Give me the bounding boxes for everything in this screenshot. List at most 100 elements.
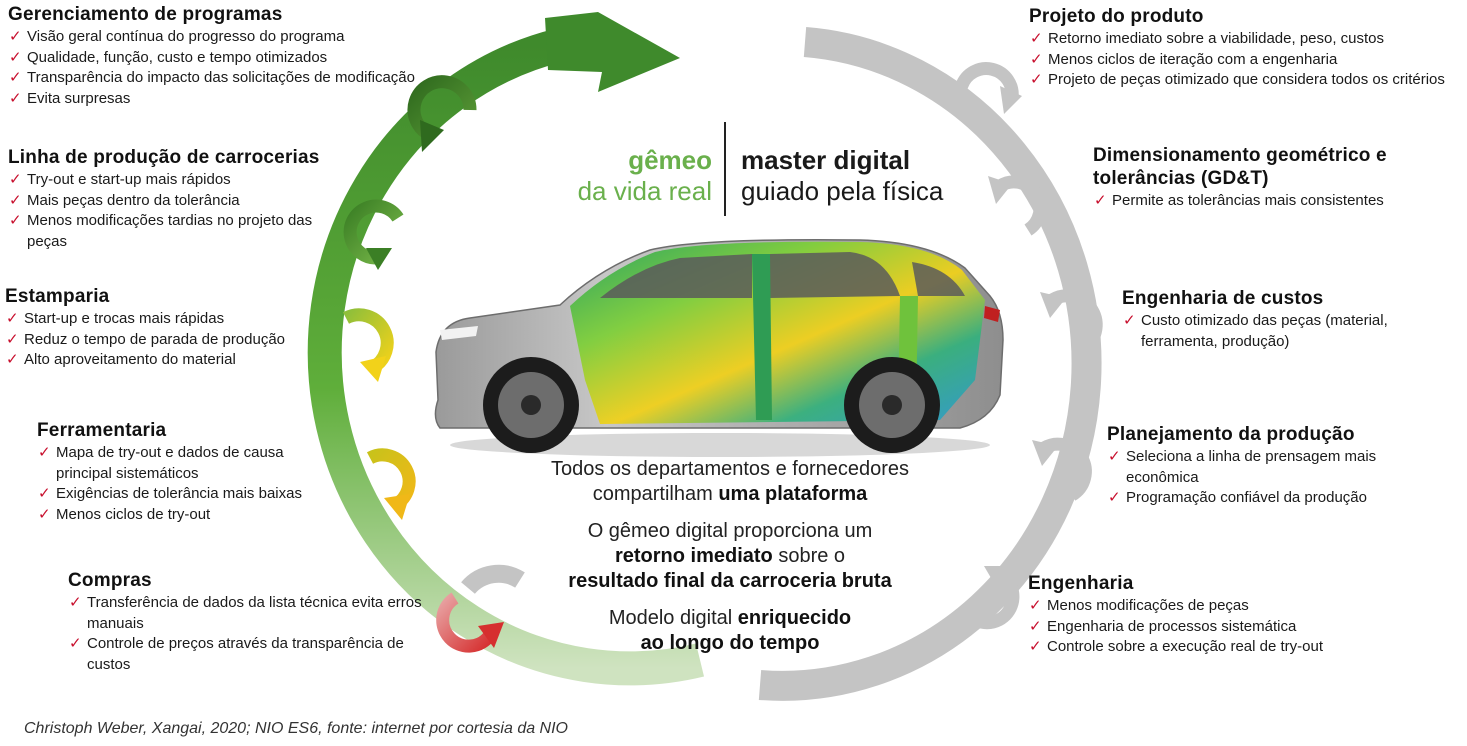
check-icon: ✓	[1029, 617, 1042, 635]
arrow-icon-left-2	[343, 199, 404, 270]
check-icon: ✓	[9, 212, 22, 229]
arrow-icon-right-1-head	[1000, 86, 1022, 114]
gray-bottom-arc	[461, 564, 525, 595]
block-gdt: Dimensionamento geométrico e tolerâncias…	[1093, 144, 1443, 212]
list-item: ✓Start-up e trocas mais rápidas	[5, 309, 345, 330]
check-icon: ✓	[1030, 30, 1043, 47]
list-item: ✓Custo otimizado das peças (material, fe…	[1123, 312, 1388, 350]
check-icon: ✓	[1123, 312, 1136, 329]
gemeo-line2: da vida real	[577, 176, 712, 206]
check-icon: ✓	[1029, 597, 1042, 614]
gray-ring	[758, 27, 1102, 701]
list-item: ✓Retorno imediato sobre a viabilidade, p…	[1029, 29, 1449, 50]
list-item: ✓Menos ciclos de iteração com a engenhar…	[1029, 50, 1449, 71]
list-item: ✓Controle sobre a execução real de try-o…	[1028, 637, 1388, 658]
check-icon: ✓	[9, 191, 22, 209]
block-title: Engenharia de custos	[1122, 288, 1324, 309]
list-item: ✓Programação confiável da produção	[1107, 488, 1427, 509]
block-projeto-produto: Projeto do produto ✓Retorno imediato sob…	[1029, 5, 1449, 91]
check-icon: ✓	[1030, 50, 1043, 68]
list-item: ✓Qualidade, função, custo e tempo otimiz…	[8, 48, 488, 69]
list-item: ✓Alto aproveitamento do material	[5, 350, 345, 371]
list-item: ✓Permite as tolerâncias mais consistente…	[1093, 191, 1443, 212]
arrow-icon-right-4	[1040, 437, 1092, 501]
check-icon: ✓	[38, 485, 51, 502]
digital-twin-title: gêmeo da vida real	[540, 145, 712, 207]
block-title: Estamparia	[5, 286, 110, 307]
block-title: Dimensionamento geométrico e tolerâncias…	[1093, 145, 1387, 189]
car-image	[434, 238, 1004, 457]
list-item: ✓Transparência do impacto das solicitaçõ…	[8, 68, 488, 89]
block-title: Gerenciamento de programas	[8, 4, 283, 25]
list-item: ✓Menos ciclos de try-out	[37, 505, 342, 526]
list-item: ✓Transferência de dados da lista técnica…	[69, 594, 422, 632]
block-compras: Compras ✓Transferência de dados da lista…	[68, 569, 438, 675]
arrow-icon-right-5-head	[984, 566, 1006, 590]
center-paragraph-1: Todos os departamentos e fornecedores co…	[551, 458, 909, 505]
check-icon: ✓	[1030, 71, 1043, 88]
center-paragraph-2: O gêmeo digital proporciona um retorno i…	[568, 520, 892, 592]
check-icon: ✓	[9, 69, 22, 86]
check-icon: ✓	[1094, 192, 1107, 209]
list-item: ✓Mais peças dentro da tolerância	[8, 191, 338, 212]
arrow-icon-left-3	[343, 308, 394, 382]
big-arrow-head	[545, 12, 680, 92]
check-icon: ✓	[1108, 448, 1121, 465]
list-item: ✓Controle de preços através da transparê…	[69, 635, 404, 673]
arrow-icon-left-5	[436, 592, 504, 653]
block-gerenciamento: Gerenciamento de programas ✓Visão geral …	[8, 3, 488, 109]
check-icon: ✓	[6, 310, 19, 327]
title-divider	[724, 122, 726, 216]
master-digital-title: master digital guiado pela física	[741, 145, 1001, 207]
list-item: ✓Engenharia de processos sistemática	[1028, 617, 1388, 638]
list-item: ✓Evita surpresas	[8, 89, 488, 110]
check-icon: ✓	[69, 594, 82, 611]
arrow-icon-right-2-head	[988, 176, 1012, 204]
list-item: ✓Visão geral contínua do progresso do pr…	[8, 27, 488, 48]
arrow-icon-left-4	[366, 448, 416, 520]
check-icon: ✓	[69, 635, 82, 652]
green-ring	[307, 28, 704, 686]
rear-wheel	[844, 357, 940, 453]
list-item: ✓Mapa de try-out e dados de causa princi…	[38, 444, 284, 482]
gemeo-line1: gêmeo	[628, 145, 712, 175]
list-item: ✓Exigências de tolerância mais baixas	[37, 484, 342, 505]
arrow-icon-right-4-head	[1032, 440, 1058, 466]
list-item: ✓Menos modificações tardias no projeto d…	[9, 212, 313, 250]
block-title: Ferramentaria	[37, 420, 167, 441]
arrow-icon-left-1	[407, 75, 477, 152]
arrow-icon-right-1	[953, 62, 1019, 124]
master-line2: guiado pela física	[741, 176, 944, 206]
arrow-icon-right-3-head	[1040, 292, 1066, 318]
list-item: ✓Try-out e start-up mais rápidos	[8, 170, 338, 191]
arrow-icon-right-5	[968, 565, 1020, 630]
block-linha-producao: Linha de produção de carrocerias ✓Try-ou…	[8, 146, 388, 252]
list-item: ✓Menos modificações de peças	[1028, 596, 1388, 617]
center-paragraph-3: Modelo digital enriquecido ao longo do t…	[608, 607, 852, 654]
check-icon: ✓	[1108, 489, 1121, 506]
source-caption: Christoph Weber, Xangai, 2020; NIO ES6, …	[24, 720, 568, 737]
block-title: Compras	[68, 570, 152, 591]
check-icon: ✓	[9, 171, 22, 188]
check-icon: ✓	[9, 48, 22, 66]
arrow-icon-right-2	[996, 175, 1047, 236]
list-item: ✓Projeto de peças otimizado que consider…	[1029, 70, 1449, 91]
list-item: ✓Seleciona a linha de prensagem mais eco…	[1108, 448, 1377, 486]
block-title: Planejamento da produção	[1107, 424, 1355, 445]
check-icon: ✓	[9, 89, 22, 107]
check-icon: ✓	[6, 330, 19, 348]
front-wheel	[483, 357, 579, 453]
arrow-icon-right-3	[1048, 289, 1103, 356]
block-planejamento: Planejamento da produção ✓Seleciona a li…	[1107, 423, 1427, 509]
check-icon: ✓	[38, 505, 51, 523]
list-item: ✓Reduz o tempo de parada de produção	[5, 330, 345, 351]
block-estamparia: Estamparia ✓Start-up e trocas mais rápid…	[5, 285, 345, 371]
block-ferramentaria: Ferramentaria ✓Mapa de try-out e dados d…	[37, 419, 347, 525]
block-engenharia: Engenharia ✓Menos modificações de peças …	[1028, 572, 1388, 658]
check-icon: ✓	[6, 351, 19, 368]
block-engenharia-custos: Engenharia de custos ✓Custo otimizado da…	[1122, 287, 1442, 352]
check-icon: ✓	[38, 444, 51, 461]
block-title: Projeto do produto	[1029, 6, 1204, 27]
block-title: Linha de produção de carrocerias	[8, 147, 320, 168]
